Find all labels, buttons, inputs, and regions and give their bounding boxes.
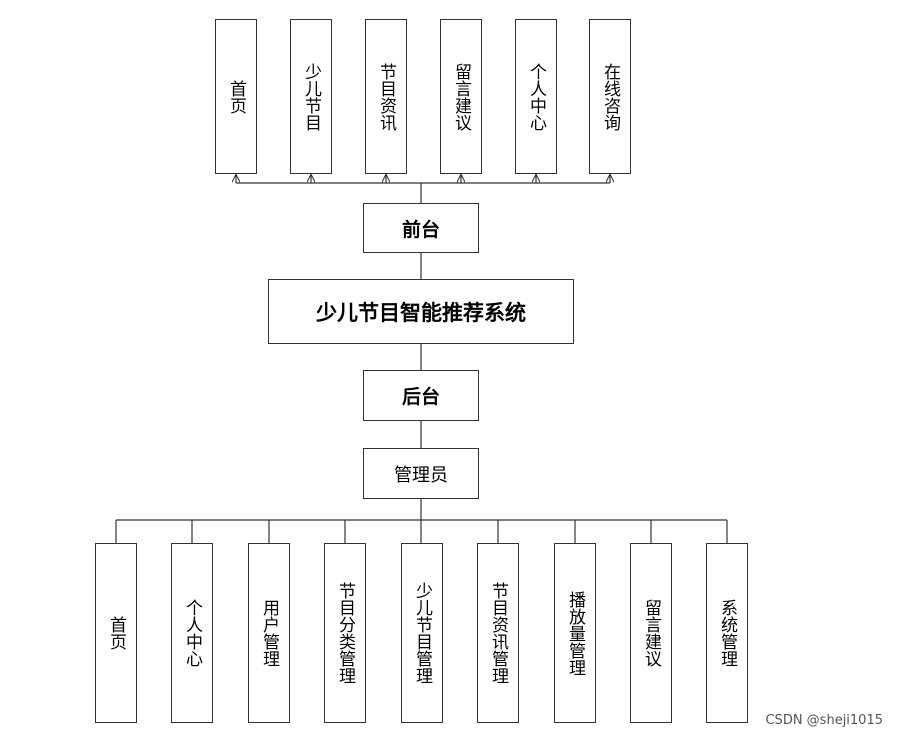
back-item-playcount-management: 播放量管理 (554, 543, 596, 723)
watermark: CSDN @sheji1015 (765, 713, 883, 728)
back-item-news-management: 节目资讯管理 (477, 543, 519, 723)
front-item-kids-programs: 少儿节目 (290, 19, 332, 174)
system-title-node: 少儿节目智能推荐系统 (268, 279, 574, 344)
front-item-personal-center: 个人中心 (515, 19, 557, 174)
admin-node: 管理员 (363, 448, 479, 499)
front-arrows (236, 175, 610, 183)
back-item-user-management: 用户管理 (248, 543, 290, 723)
front-item-program-news: 节目资讯 (365, 19, 407, 174)
back-item-category-management: 节目分类管理 (324, 543, 366, 723)
back-item-feedback: 留言建议 (630, 543, 672, 723)
back-node: 后台 (363, 370, 479, 421)
back-drops (115, 520, 728, 543)
front-node: 前台 (363, 203, 479, 253)
back-item-personal-center: 个人中心 (171, 543, 213, 723)
front-item-online-consult: 在线咨询 (589, 19, 631, 174)
front-item-home: 首页 (215, 19, 257, 174)
front-item-feedback: 留言建议 (440, 19, 482, 174)
back-item-program-management: 少儿节目管理 (401, 543, 443, 723)
back-item-system-management: 系统管理 (706, 543, 748, 723)
back-item-home: 首页 (95, 543, 137, 723)
